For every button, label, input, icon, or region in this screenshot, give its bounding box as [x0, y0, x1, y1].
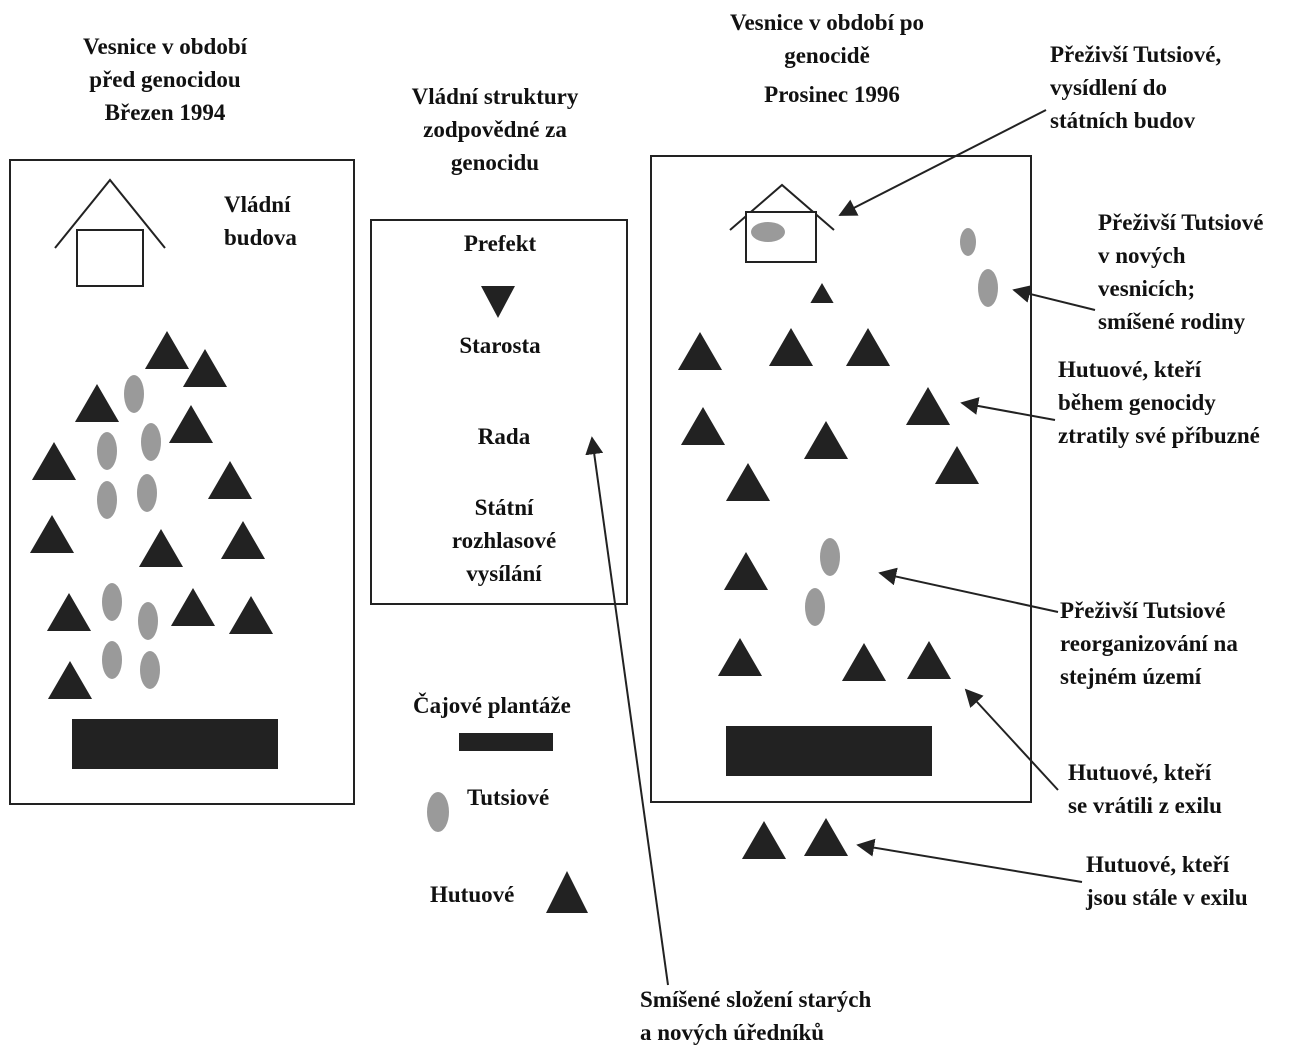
tutsi-ellipse — [97, 481, 117, 519]
tutsi-ellipse — [138, 602, 158, 640]
tutsi-in-building-marker — [751, 222, 785, 242]
hutu-triangle — [803, 421, 849, 459]
legend-plantation-swatch — [459, 733, 553, 751]
hutu-triangle — [905, 387, 951, 425]
hutu-triangle — [46, 593, 92, 631]
tutsi-ellipse — [805, 588, 825, 626]
annotation-reorganized: Přeživší Tutsiové reorganizování na stej… — [1060, 598, 1238, 689]
hutu-triangle — [220, 521, 266, 559]
hutu-triangle — [741, 821, 787, 859]
left-building-label: Vládní budova — [224, 192, 297, 250]
hutu-triangle — [170, 588, 216, 626]
hutu-triangle — [768, 328, 814, 366]
left-title: Vesnice v období před genocidou Březen 1… — [82, 34, 248, 125]
hutu-triangle — [934, 446, 980, 484]
hutu-triangle-small — [810, 283, 834, 303]
tutsi-ellipse — [140, 651, 160, 689]
hutu-triangle — [677, 332, 723, 370]
arrow-state-buildings — [838, 109, 1047, 216]
hutu-triangle — [680, 407, 726, 445]
arrow-still-exile — [856, 838, 1083, 883]
arrow-returned — [964, 688, 1059, 791]
right-title: Vesnice v období po genocidě — [729, 10, 925, 68]
arrow-bottom-note — [585, 436, 669, 986]
bottom-note: Smíšené složení starých a nových úředník… — [640, 987, 872, 1045]
hutu-triangle — [168, 405, 214, 443]
hutu-triangle — [228, 596, 274, 634]
annotation-state-buildings: Přeživší Tutsiové, vysídlení do státních… — [1050, 42, 1222, 133]
legend-tutsi-swatch — [427, 792, 449, 832]
arrow-new-villages — [1012, 285, 1096, 311]
hutu-triangle — [717, 638, 763, 676]
right-tea-plantation — [726, 726, 932, 776]
right-village-frame — [650, 155, 1032, 803]
tutsi-ellipse — [124, 375, 144, 413]
legend-tutsi-label: Tutsiové — [467, 785, 550, 810]
hierarchy-radio: Státní rozhlasové vysílání — [451, 495, 557, 586]
tutsi-ellipse — [97, 432, 117, 470]
hierarchy-starosta: Starosta — [459, 333, 541, 358]
legend-plantation-label: Čajové plantáže — [413, 693, 571, 718]
middle-title: Vládní struktury zodpovědné za genocidu — [411, 84, 579, 175]
hutu-triangle — [47, 661, 93, 699]
annotation-lost-relatives: Hutuové, kteří během genocidy ztratily s… — [1058, 357, 1260, 448]
left-tea-plantation — [72, 719, 278, 769]
arrow-lost-relatives — [960, 397, 1056, 421]
hutu-triangle — [207, 461, 253, 499]
arrow-reorganized — [878, 567, 1059, 613]
hutu-triangle — [144, 331, 190, 369]
hutu-triangle — [138, 529, 184, 567]
tutsi-ellipse — [102, 583, 122, 621]
right-government-building-icon — [729, 183, 835, 263]
tutsi-ellipse — [141, 423, 161, 461]
hutu-triangle — [725, 463, 771, 501]
annotation-new-villages: Přeživší Tutsiové v nových vesnicích; sm… — [1098, 210, 1264, 334]
tutsi-ellipse — [102, 641, 122, 679]
hutu-triangle — [841, 643, 887, 681]
tutsi-ellipse — [820, 538, 840, 576]
hutu-triangle — [906, 641, 952, 679]
hutu-triangle — [803, 818, 849, 856]
legend-hutu-label: Hutuové — [430, 882, 515, 907]
annotation-still-exile: Hutuové, kteří jsou stále v exilu — [1086, 852, 1248, 910]
population-marks — [29, 228, 998, 859]
hutu-triangle — [29, 515, 75, 553]
government-structures-frame — [370, 219, 628, 605]
hutu-triangle — [723, 552, 769, 590]
right-date: Prosinec 1996 — [764, 82, 900, 107]
legend-hutu-swatch — [546, 871, 588, 913]
hierarchy-rada: Rada — [477, 424, 531, 449]
left-government-building-icon — [54, 178, 166, 287]
left-village-frame — [9, 159, 355, 805]
hutu-triangle — [182, 349, 228, 387]
hutu-triangle — [74, 384, 120, 422]
hierarchy-prefekt: Prefekt — [463, 231, 537, 256]
tutsi-ellipse — [978, 269, 998, 307]
hutu-triangle — [845, 328, 891, 366]
tutsi-ellipse — [137, 474, 157, 512]
hutu-triangle — [31, 442, 77, 480]
hierarchy-down-arrow-icon — [481, 286, 515, 318]
tutsi-ellipse — [960, 228, 976, 256]
annotation-returned: Hutuové, kteří se vrátili z exilu — [1068, 760, 1222, 818]
